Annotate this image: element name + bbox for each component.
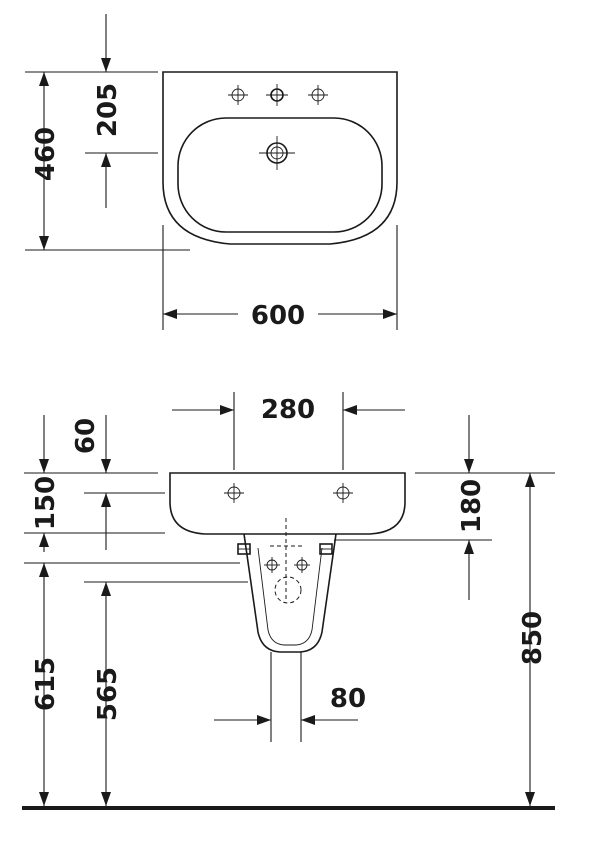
bracket-left-icon: [237, 543, 251, 555]
dim-bracket-height-label: 615: [31, 657, 61, 711]
dim-rim-to-tap-label: 60: [71, 418, 101, 454]
tap-hole-left-icon: [228, 85, 248, 105]
dim-pedestal-bottom-label: 565: [93, 667, 123, 721]
top-view: 460 205 600: [25, 14, 398, 331]
tap-hole-right-icon: [308, 85, 328, 105]
dim-tap-offset-label: 205: [93, 83, 123, 137]
dim-pedestal-width-label: 80: [330, 684, 366, 714]
dim-rim-to-bracket-label: 150: [31, 476, 61, 530]
dim-depth-label: 460: [31, 127, 61, 181]
dim-width-label: 600: [251, 301, 305, 331]
dim-rim-height-label: 850: [518, 611, 548, 665]
dim-bowl-height-label: 180: [457, 479, 487, 533]
drain-icon: [259, 136, 295, 170]
bracket-right-icon: [319, 543, 333, 555]
basin-front-outline: [169, 472, 406, 535]
tap-hole-right-front-icon: [333, 483, 353, 503]
tap-hole-left-front-icon: [224, 483, 244, 503]
dim-tap-spacing-label: 280: [261, 395, 315, 425]
front-view: 280 60 150 180 615 565 80: [22, 392, 555, 810]
bowl-top-outline: [177, 117, 383, 233]
basin-top-outline: [162, 71, 398, 245]
tap-hole-center-icon: [266, 84, 288, 106]
pedestal-outline: [243, 533, 337, 653]
trap-hidden-icon: [274, 576, 302, 604]
